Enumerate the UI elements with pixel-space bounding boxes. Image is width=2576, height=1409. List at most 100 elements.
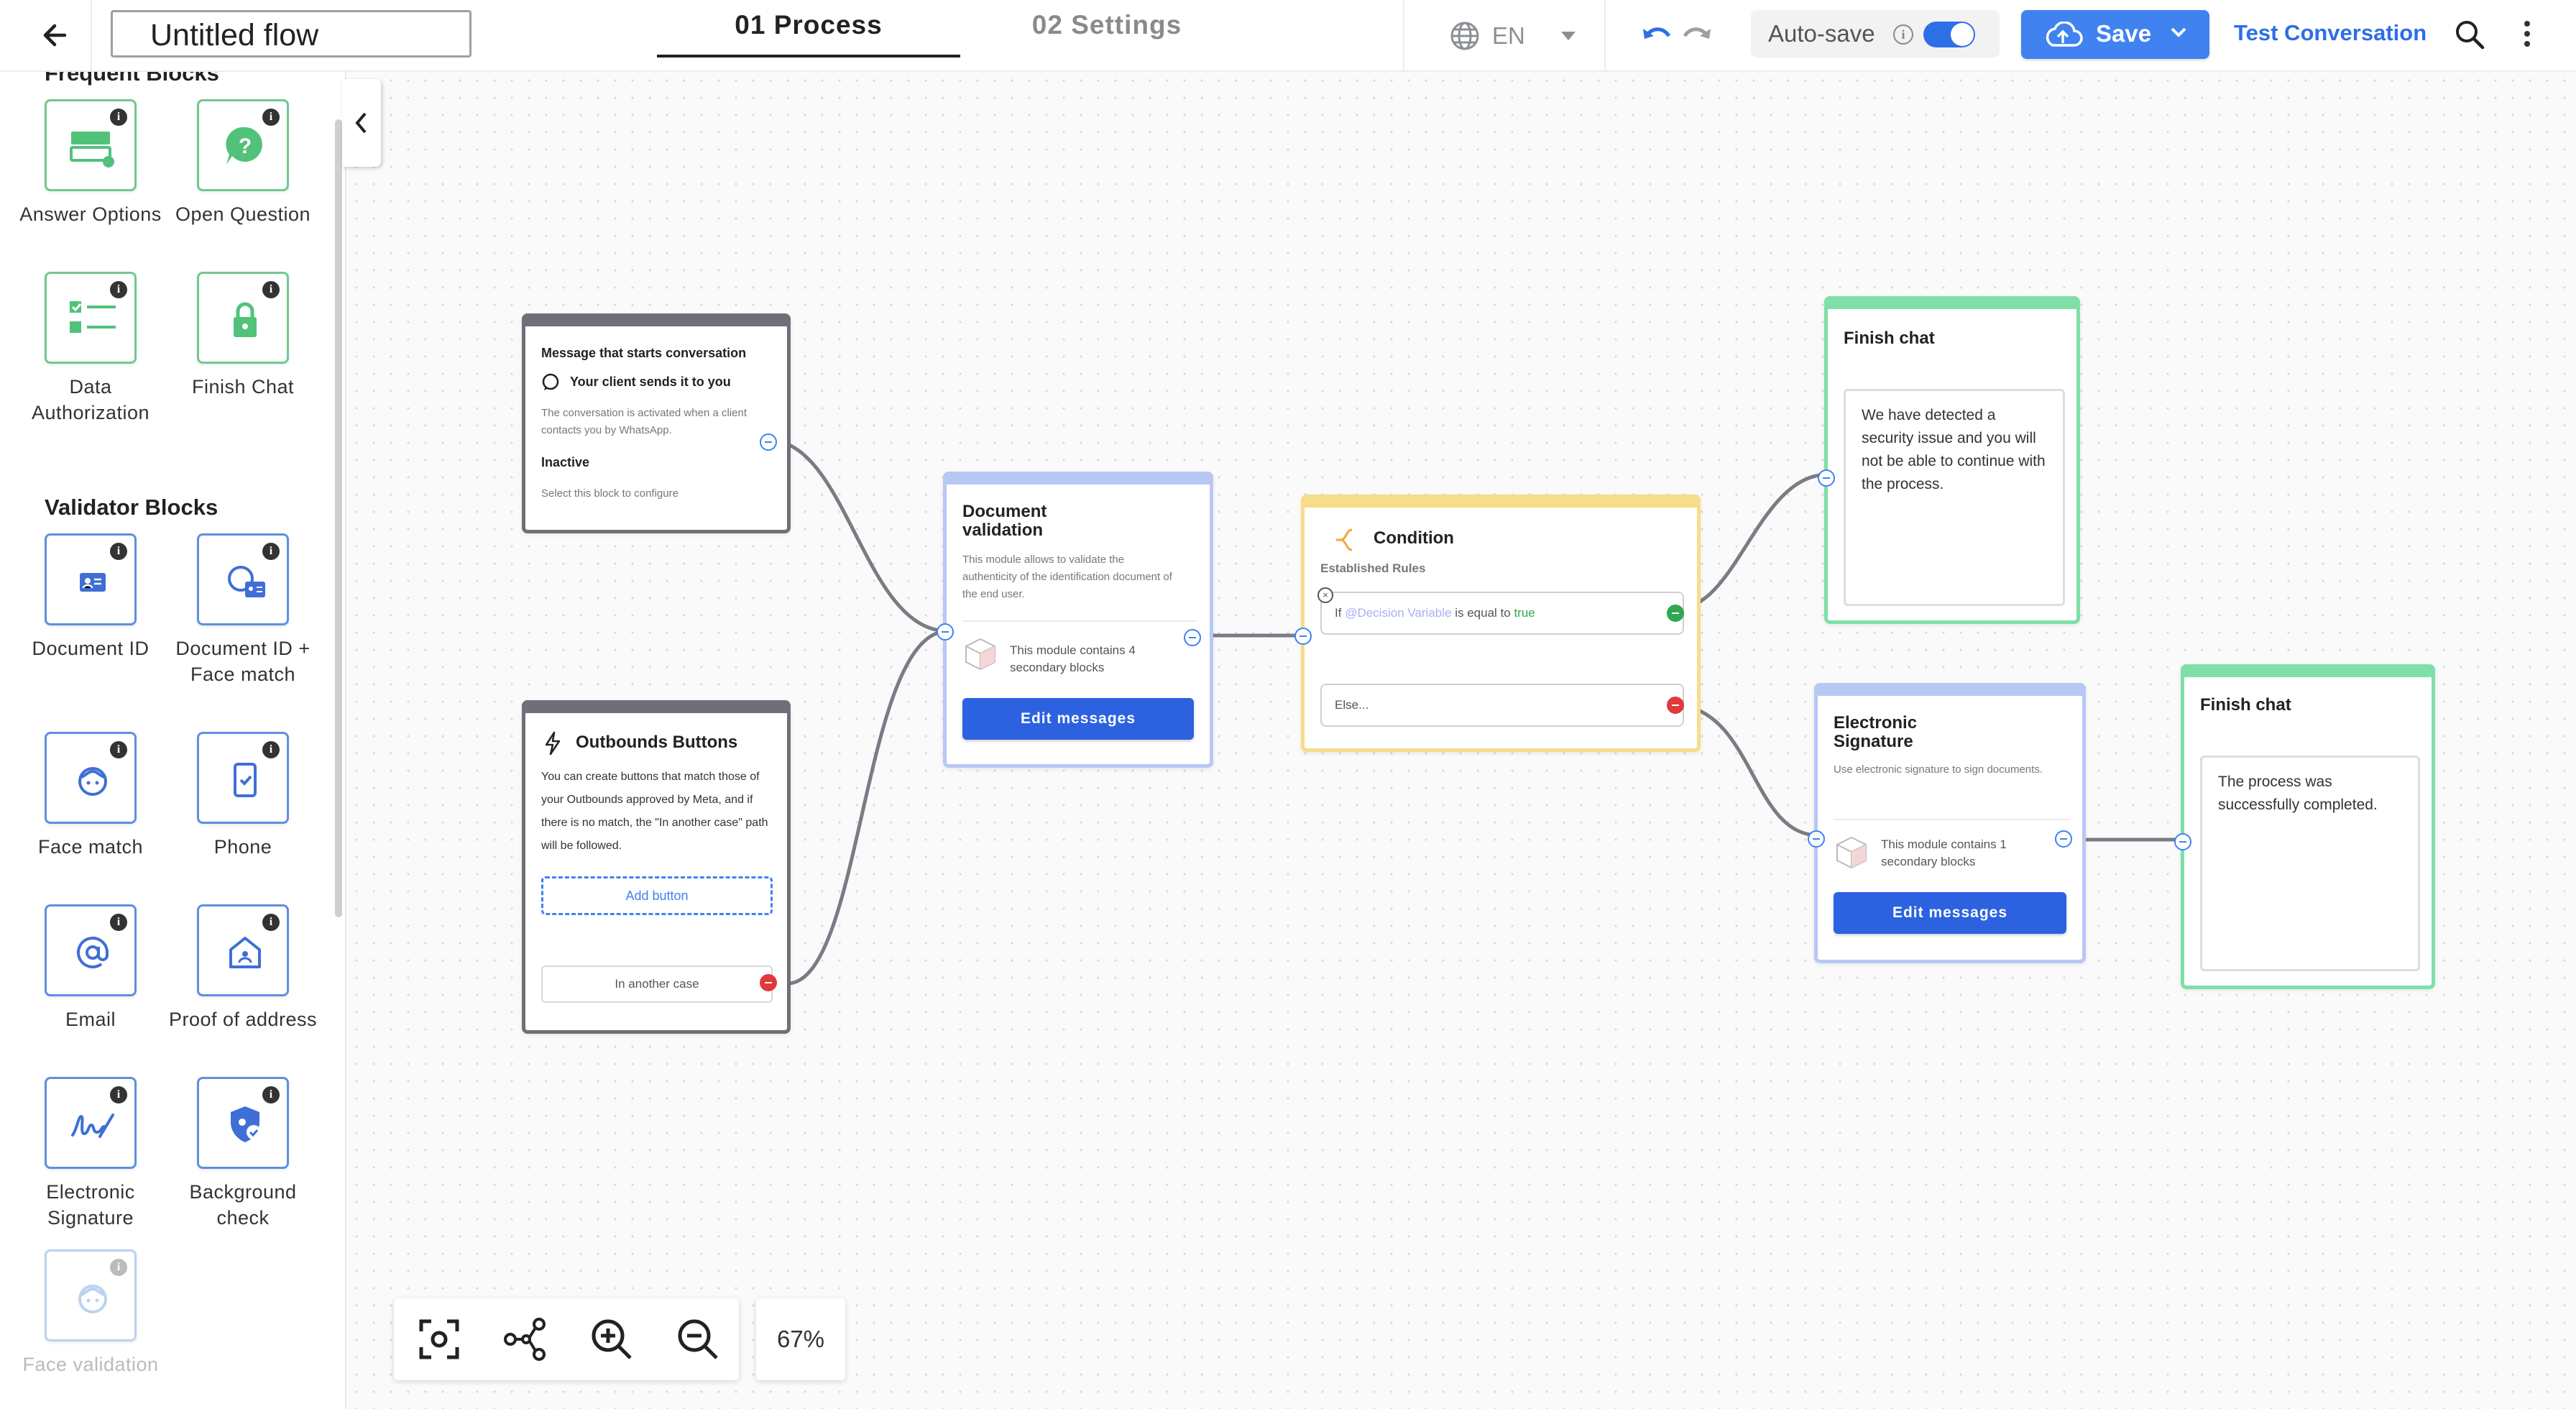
zoom-in-icon[interactable] — [588, 1316, 635, 1363]
face-icon — [78, 1285, 107, 1313]
fit-view-icon[interactable] — [415, 1316, 463, 1363]
back-arrow-icon[interactable] — [36, 17, 76, 53]
rule-if[interactable]: × If @Decision Variable is equal to true — [1317, 587, 1684, 635]
info-icon[interactable]: i — [262, 543, 280, 560]
input-port[interactable] — [937, 623, 954, 641]
divider — [1604, 0, 1606, 72]
block-face-match[interactable]: i Face match — [14, 732, 167, 860]
input-port[interactable] — [2174, 833, 2191, 850]
info-icon[interactable]: i — [262, 1086, 280, 1103]
cloud-upload-icon — [2046, 22, 2083, 47]
info-icon[interactable]: i — [110, 109, 127, 126]
autosave-label: Auto-save — [1768, 20, 1875, 47]
node-start-message[interactable]: Message that starts conversation Your cl… — [522, 313, 791, 533]
home-icon — [229, 937, 261, 968]
else-output-port[interactable] — [1667, 697, 1684, 714]
language-selector[interactable]: EN — [1449, 19, 1576, 53]
info-icon[interactable]: i — [1893, 24, 1913, 45]
face-icon — [78, 767, 107, 796]
block-finish-chat[interactable]: i Finish Chat — [167, 272, 319, 400]
info-icon[interactable]: i — [110, 543, 127, 560]
sidebar-scrollbar[interactable] — [335, 119, 342, 917]
info-icon[interactable]: i — [110, 914, 127, 931]
node-title: Outbounds Buttons — [576, 733, 738, 752]
autosave-toggle[interactable] — [1923, 22, 1975, 47]
node-finish-chat-success[interactable]: Finish chat The process was successfully… — [2174, 664, 2435, 989]
tab-process[interactable]: 01 Process — [657, 10, 960, 58]
block-document-id[interactable]: i Document ID — [14, 533, 167, 661]
edit-messages-button[interactable]: Edit messages — [1834, 892, 2066, 934]
block-phone[interactable]: i Phone — [167, 732, 319, 860]
info-icon[interactable]: i — [110, 281, 127, 298]
divider — [1403, 0, 1404, 72]
output-port[interactable] — [760, 433, 777, 451]
else-label: Else... — [1335, 698, 1369, 712]
block-email[interactable]: i Email — [14, 904, 167, 1032]
cube-icon — [965, 638, 995, 671]
search-icon[interactable] — [2454, 19, 2485, 54]
rule-else[interactable]: Else... — [1320, 684, 1684, 727]
input-port[interactable] — [1294, 628, 1312, 645]
output-port[interactable] — [760, 974, 777, 991]
block-library-sidebar: Frequent Blocks i Answer Options i ? Ope… — [0, 72, 346, 1409]
info-icon[interactable]: i — [262, 281, 280, 298]
output-port[interactable] — [2055, 830, 2072, 848]
autosave-control: Auto-save i — [1751, 10, 2000, 58]
test-conversation-button[interactable]: Test Conversation — [2234, 20, 2427, 45]
top-bar: Untitled flow 01 Process 02 Settings EN … — [0, 0, 2576, 72]
node-finish-chat-security[interactable]: Finish chat We have detected a security … — [1818, 296, 2080, 624]
data-authorization-icon — [70, 301, 116, 333]
undo-icon[interactable] — [1640, 22, 1672, 51]
share-graph-icon[interactable] — [502, 1316, 549, 1363]
node-title: Finish chat — [2200, 695, 2291, 715]
tab-settings[interactable]: 02 Settings — [1031, 10, 1182, 40]
info-icon[interactable]: i — [262, 914, 280, 931]
zoom-out-icon[interactable] — [674, 1316, 722, 1363]
node-document-validation[interactable]: Document validation This module allows t… — [937, 472, 1213, 768]
block-open-question[interactable]: i ? Open Question — [167, 99, 319, 227]
message-box[interactable]: We have detected a security issue and yo… — [1844, 389, 2065, 606]
lightning-icon — [545, 731, 561, 756]
block-electronic-signature[interactable]: i Electronic Signature — [14, 1077, 167, 1231]
node-title: Document validation — [962, 502, 1047, 540]
output-port[interactable] — [1184, 629, 1201, 646]
node-condition[interactable]: Condition Established Rules × If @Decisi… — [1294, 495, 1701, 752]
divider — [91, 0, 92, 72]
node-subtitle: Your client sends it to you — [570, 375, 731, 389]
block-document-id-face-match[interactable]: i Document ID + Face match — [167, 533, 319, 687]
block-proof-of-address[interactable]: i Proof of address — [167, 904, 319, 1032]
node-electronic-signature[interactable]: Electronic Signature Use electronic sign… — [1808, 683, 2086, 963]
block-data-authorization[interactable]: i Data Authorization — [14, 272, 167, 426]
input-port[interactable] — [1818, 469, 1835, 487]
block-label: Data Authorization — [31, 376, 150, 423]
flow-name-input[interactable]: Untitled flow — [111, 10, 472, 58]
info-icon[interactable]: i — [110, 1259, 127, 1276]
info-icon[interactable]: i — [110, 741, 127, 758]
node-description: Use electronic signature to sign documen… — [1834, 763, 2043, 776]
true-output-port[interactable] — [1667, 605, 1684, 622]
edit-messages-button[interactable]: Edit messages — [962, 698, 1194, 740]
input-port[interactable] — [1808, 830, 1825, 848]
add-button[interactable]: Add button — [541, 876, 773, 915]
zoom-level[interactable]: 67% — [756, 1298, 845, 1380]
node-outbounds-buttons[interactable]: Outbounds Buttons You can create buttons… — [522, 700, 791, 1034]
secondary-blocks-count: This module contains 1 secondary blocks — [1881, 837, 2007, 868]
info-icon[interactable]: i — [110, 1086, 127, 1103]
chevron-down-icon[interactable] — [2169, 26, 2188, 39]
save-button[interactable]: Save — [2021, 10, 2209, 59]
block-face-validation[interactable]: i Face validation — [14, 1249, 167, 1377]
message-box[interactable]: The process was successfully completed. — [2200, 756, 2420, 971]
another-case-option[interactable]: In another case — [541, 965, 773, 1003]
collapse-sidebar-button[interactable] — [342, 79, 381, 167]
info-icon[interactable]: i — [262, 741, 280, 758]
message-text: We have detected a security issue and yo… — [1862, 407, 2046, 492]
face-id-icon — [228, 566, 265, 597]
redo-icon[interactable] — [1682, 22, 1714, 51]
info-icon[interactable]: i — [262, 109, 280, 126]
remove-rule-icon[interactable]: × — [1317, 587, 1333, 603]
block-label: Finish Chat — [191, 376, 295, 398]
node-title: Finish chat — [1844, 329, 1935, 348]
block-background-check[interactable]: i Background check — [167, 1077, 319, 1231]
more-options-icon[interactable] — [2518, 19, 2536, 50]
block-answer-options[interactable]: i Answer Options — [14, 99, 167, 227]
